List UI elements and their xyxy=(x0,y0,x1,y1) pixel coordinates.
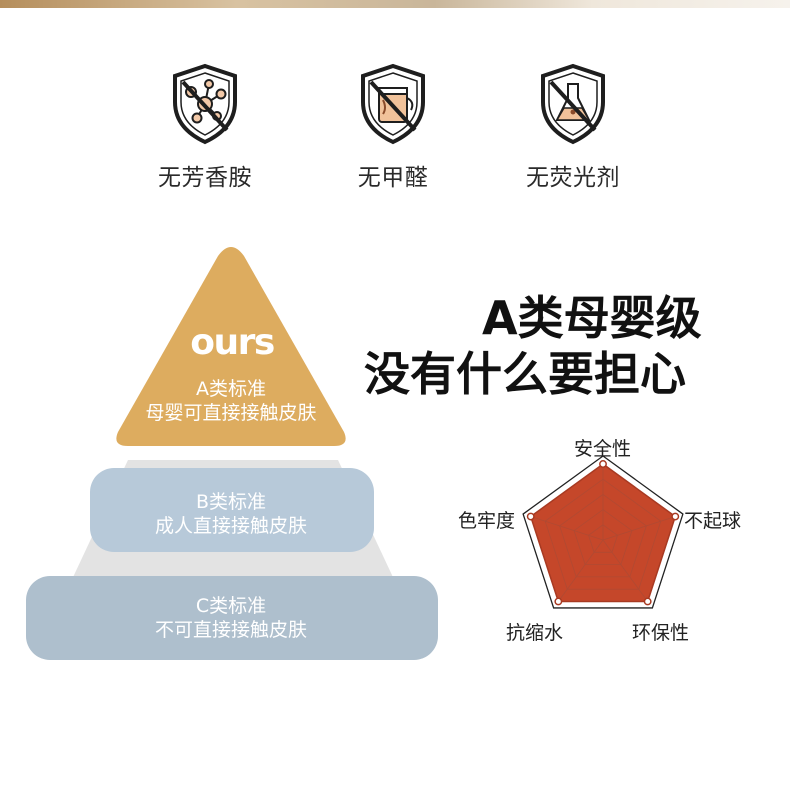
tier-b-title: B类标准 xyxy=(195,491,267,513)
radar-spoke xyxy=(602,539,648,602)
radar-label-eco-friendly: 环保性 xyxy=(632,622,690,644)
badge-no-aromatic-amine: 无芳香胺 xyxy=(150,62,260,192)
radar-spoke xyxy=(602,516,676,541)
radar-spoke xyxy=(558,539,604,602)
radar-grid-ring xyxy=(559,493,647,578)
radar-point xyxy=(671,512,680,521)
tier-c-title: C类标准 xyxy=(195,595,267,617)
pyramid-tier-c xyxy=(26,576,438,660)
tier-b-text: B类标准 成人直接接触皮肤 xyxy=(131,490,331,538)
badge-no-fluorescent-agent: 无荧光剂 xyxy=(518,62,628,192)
no-fluorescent-agent-icon xyxy=(541,63,605,145)
radar-label-safety: 安全性 xyxy=(574,438,632,460)
tier-c-text: C类标准 不可直接接触皮肤 xyxy=(131,594,331,642)
radar-label-shrink-resistance: 抗缩水 xyxy=(506,622,564,644)
badge-label: 无甲醛 xyxy=(357,165,429,191)
no-aromatic-amine-icon xyxy=(173,63,237,145)
radar-grid-ring xyxy=(544,478,662,590)
headline-line2: 没有什么要担心 xyxy=(364,347,686,401)
radar-label-color-fastness: 色牢度 xyxy=(458,510,516,532)
radar-point xyxy=(554,597,563,606)
badge-label: 无芳香胺 xyxy=(158,165,252,191)
radar-point xyxy=(526,512,535,521)
badge-label: 无荧光剂 xyxy=(526,165,620,191)
radar-grid-ring xyxy=(573,509,633,565)
pyramid-tier-a xyxy=(116,247,346,446)
headline-line1: A类母婴级 xyxy=(482,291,702,345)
brand-logo: ours xyxy=(190,322,275,363)
no-formaldehyde-icon xyxy=(361,63,425,145)
top-photo-strip xyxy=(0,0,790,8)
radar-point xyxy=(599,460,607,468)
radar-point xyxy=(643,597,652,606)
tier-a-desc: 母婴可直接接触皮肤 xyxy=(145,402,317,424)
tier-c-desc: 不可直接接触皮肤 xyxy=(154,619,307,641)
tier-b-desc: 成人直接接触皮肤 xyxy=(154,515,307,537)
radar-grid-ring xyxy=(588,524,618,553)
tier-a-title: A类标准 xyxy=(196,378,266,400)
radar-label-anti-pilling: 不起球 xyxy=(684,510,742,532)
badge-no-formaldehyde: 无甲醛 xyxy=(338,62,448,192)
radar-frame xyxy=(522,455,684,609)
radar-spoke xyxy=(530,516,604,541)
pyramid-tier-b xyxy=(90,468,374,552)
tier-a-text: A类标准 母婴可直接接触皮肤 xyxy=(131,377,331,425)
